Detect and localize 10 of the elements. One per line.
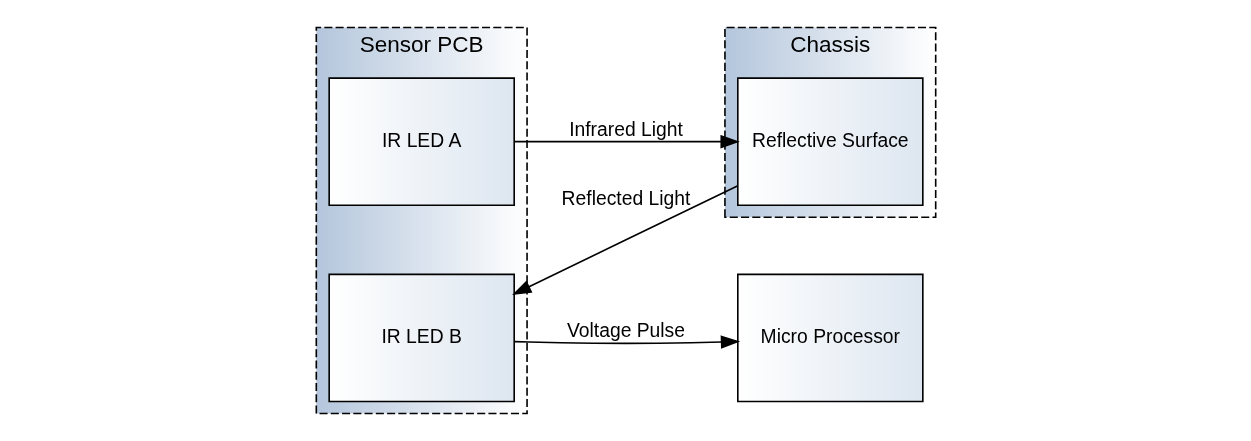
arrow bbox=[512, 335, 740, 349]
node-box: IR LED B bbox=[327, 273, 515, 403]
arrow bbox=[511, 185, 738, 295]
node-box: Reflective Surface bbox=[736, 77, 924, 207]
edge-label: Reflected Light bbox=[561, 188, 690, 210]
arrow bbox=[512, 134, 740, 149]
edge-label: Voltage Pulse bbox=[566, 320, 685, 342]
node-box: IR LED A bbox=[327, 77, 515, 207]
edge-label: Infrared Light bbox=[568, 119, 683, 141]
node-box: Micro Processor bbox=[736, 273, 924, 403]
